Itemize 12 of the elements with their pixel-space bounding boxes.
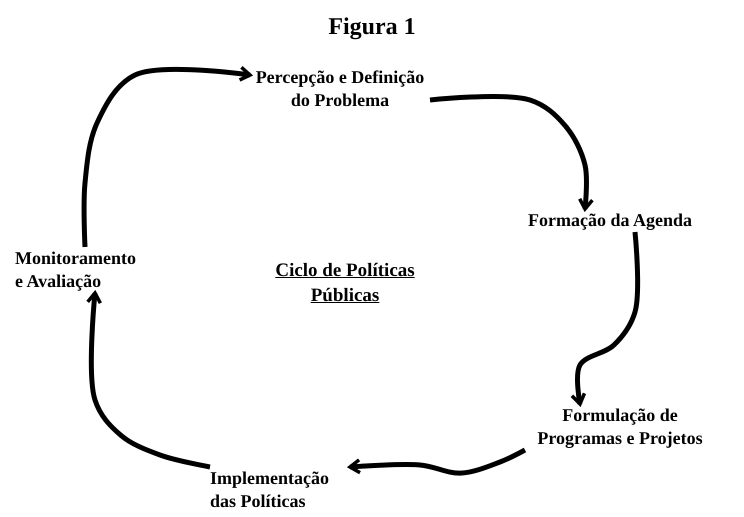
stage-label: Formação da Agenda xyxy=(527,209,693,232)
stage-label: Implementação das Políticas xyxy=(210,467,330,513)
stage-label: Formulação de Programas e Projetos xyxy=(536,404,704,450)
cycle-arrow xyxy=(570,232,640,406)
cycle-arrow xyxy=(86,291,210,470)
figure-title: Figura 1 xyxy=(327,13,417,42)
cycle-arrow xyxy=(348,448,526,476)
cycle-arrow xyxy=(82,66,252,248)
stage-label: Percepção e Definição do Problema xyxy=(254,66,426,112)
cycle-heading: Ciclo de Políticas Públicas xyxy=(274,259,416,308)
cycle-arrow xyxy=(430,94,594,211)
stage-label: Monitoramento e Avaliação xyxy=(15,247,137,293)
